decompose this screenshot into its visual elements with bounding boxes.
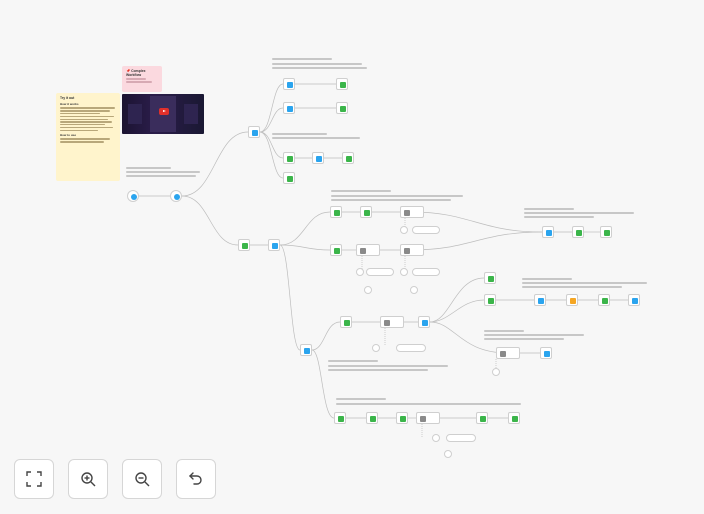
video-thumbnail[interactable]	[122, 94, 204, 134]
play-icon[interactable]	[159, 108, 169, 115]
ai-agent-node-f[interactable]	[416, 412, 440, 424]
zoom-out-button[interactable]	[122, 459, 162, 499]
sheet-node-q[interactable]	[396, 412, 408, 424]
sheet-node-j[interactable]	[600, 226, 612, 238]
merge-node[interactable]	[542, 226, 554, 238]
fit-view-button[interactable]	[14, 459, 54, 499]
sheet-node-f[interactable]	[330, 206, 342, 218]
sticky-subtitle: How it works	[60, 102, 79, 106]
sheet-node-n[interactable]	[598, 294, 610, 306]
sheet-node-o[interactable]	[334, 412, 346, 424]
http-node-a[interactable]	[283, 78, 295, 90]
sheet-node-i[interactable]	[572, 226, 584, 238]
memory-node-b[interactable]	[366, 268, 394, 276]
zoom-in-icon	[81, 472, 96, 487]
http-node-d[interactable]	[418, 316, 430, 328]
model-node-a[interactable]	[400, 226, 408, 234]
ai-agent-node-b[interactable]	[356, 244, 380, 256]
sheet-node-m[interactable]	[484, 294, 496, 306]
switch-node-main[interactable]	[268, 239, 280, 251]
sticky-title: Try it out	[60, 96, 75, 100]
sheet-node-d[interactable]	[342, 152, 354, 164]
http-node-b[interactable]	[283, 102, 295, 114]
memory-node-d[interactable]	[396, 344, 426, 352]
model-node-d[interactable]	[372, 344, 380, 352]
sticky-try-it-out[interactable]: Try it out How it works How to use	[56, 93, 120, 181]
sheet-node-r[interactable]	[476, 412, 488, 424]
tool-node-f[interactable]	[444, 450, 452, 458]
tool-node-a[interactable]	[364, 286, 372, 294]
ai-agent-node-a[interactable]	[400, 206, 424, 218]
memory-node-a[interactable]	[412, 226, 440, 234]
sticky-complex-workflow[interactable]: 📌 Complex Workflow	[122, 66, 162, 92]
sheet-node-g[interactable]	[360, 206, 372, 218]
sheet-node-a[interactable]	[336, 78, 348, 90]
http-node-e[interactable]	[534, 294, 546, 306]
zoom-in-button[interactable]	[68, 459, 108, 499]
trigger-node[interactable]	[127, 190, 139, 202]
sheet-node-1[interactable]	[238, 239, 250, 251]
memory-node-c[interactable]	[412, 268, 440, 276]
ai-agent-node-c[interactable]	[400, 244, 424, 256]
sheet-node-p[interactable]	[366, 412, 378, 424]
undo-icon	[189, 472, 202, 485]
sheet-node-k[interactable]	[340, 316, 352, 328]
sheet-node-e[interactable]	[283, 172, 295, 184]
webhook-node[interactable]	[170, 190, 182, 202]
router-node-top[interactable]	[248, 126, 260, 138]
memory-node-f[interactable]	[446, 434, 476, 442]
tool-node-b[interactable]	[410, 286, 418, 294]
ai-agent-node-d[interactable]	[380, 316, 404, 328]
sheet-node-b[interactable]	[336, 102, 348, 114]
model-node-f[interactable]	[432, 434, 440, 442]
sheet-node-c[interactable]	[283, 152, 295, 164]
sticky-bottom-title: How to use	[60, 133, 77, 138]
zoom-out-icon	[135, 472, 150, 487]
code-node[interactable]	[566, 294, 578, 306]
sheet-node-h[interactable]	[330, 244, 342, 256]
fit-view-icon	[26, 471, 42, 487]
http-node-c[interactable]	[312, 152, 324, 164]
sheet-node-s[interactable]	[508, 412, 520, 424]
http-node-g[interactable]	[540, 347, 552, 359]
model-node-e[interactable]	[492, 368, 500, 376]
model-node-b[interactable]	[356, 268, 364, 276]
sheet-node-l[interactable]	[484, 272, 496, 284]
sticky-workflow-title: 📌 Complex Workflow	[126, 69, 146, 77]
undo-button[interactable]	[176, 459, 216, 499]
model-node-c[interactable]	[400, 268, 408, 276]
switch-node-lower[interactable]	[300, 344, 312, 356]
ai-agent-node-e[interactable]	[496, 347, 520, 359]
http-node-f[interactable]	[628, 294, 640, 306]
